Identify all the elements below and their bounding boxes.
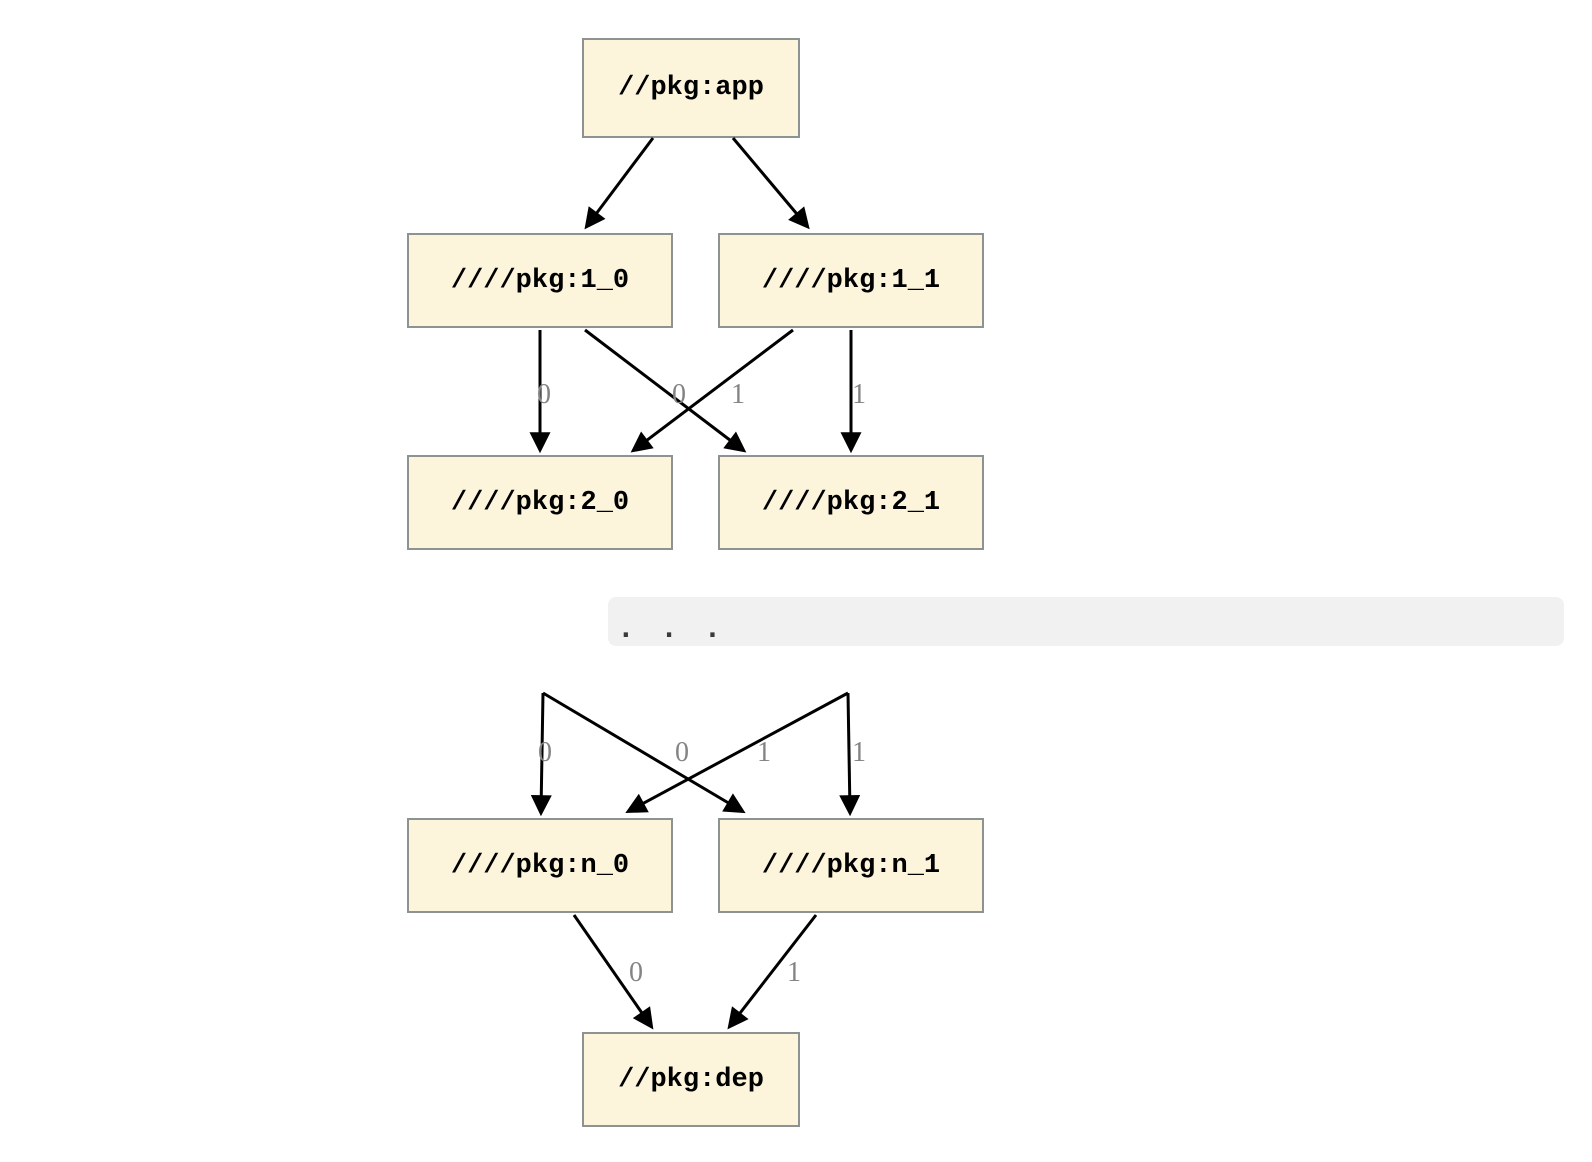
continuation-ellipsis-bar: . . . (608, 597, 1564, 646)
node-pkg-app-label: //pkg:app (618, 73, 764, 103)
edge-app-to-1-0 (584, 137, 655, 230)
node-pkg-dep-label: //pkg:dep (618, 1064, 764, 1095)
node-pkg-1-0: ////pkg:1_0 (407, 233, 673, 328)
edge-label-prev-to-n-1: 1 (852, 737, 866, 768)
node-pkg-1-0-label: ////pkg:1_0 (450, 265, 630, 296)
edge-label-prev-to-n-0-cross: 0 (675, 737, 689, 768)
node-pkg-n-0: ////pkg:n_0 (407, 818, 673, 913)
edge-label-1-1-to-2-1: 1 (852, 379, 866, 410)
edge-label-1-0-to-2-1: 1 (731, 379, 745, 410)
node-pkg-2-0: ////pkg:2_0 (407, 455, 673, 550)
node-pkg-n-0-label: ////pkg:n_0 (450, 850, 630, 881)
edge-1-1-to-2-0 (630, 328, 794, 453)
edge-prev-to-n-0-cross (625, 691, 849, 813)
continuation-ellipsis-label: . . . (618, 614, 727, 644)
node-pkg-2-1-label: ////pkg:2_1 (761, 487, 941, 518)
node-pkg-n-1-label: ////pkg:n_1 (761, 850, 941, 881)
edge-n-1-to-dep (727, 914, 818, 1030)
node-pkg-dep: //pkg:dep (582, 1032, 800, 1127)
edge-prev-to-n-1-cross (542, 691, 746, 814)
edge-label-n-1-to-dep: 1 (787, 957, 801, 988)
edge-label-prev-to-n-0: 0 (538, 737, 552, 768)
node-pkg-1-1: ////pkg:1_1 (718, 233, 984, 328)
edge-prev-to-n-1 (839, 692, 861, 817)
node-pkg-2-0-label: ////pkg:2_0 (450, 487, 630, 518)
node-pkg-1-1-label: ////pkg:1_1 (761, 265, 941, 296)
edge-label-1-0-to-2-0: 0 (537, 379, 551, 410)
node-pkg-app: //pkg:app (582, 38, 800, 138)
edge-app-to-1-1 (731, 137, 810, 230)
edge-label-1-1-to-2-0: 0 (672, 379, 686, 410)
edge-prev-to-n-0 (530, 692, 552, 817)
edge-1-0-to-2-1 (584, 328, 747, 453)
edge-label-n-0-to-dep: 0 (629, 957, 643, 988)
edge-label-prev-to-n-1-cross: 1 (757, 737, 771, 768)
edge-n-0-to-dep (572, 914, 654, 1030)
node-pkg-2-1: ////pkg:2_1 (718, 455, 984, 550)
node-pkg-n-1: ////pkg:n_1 (718, 818, 984, 913)
